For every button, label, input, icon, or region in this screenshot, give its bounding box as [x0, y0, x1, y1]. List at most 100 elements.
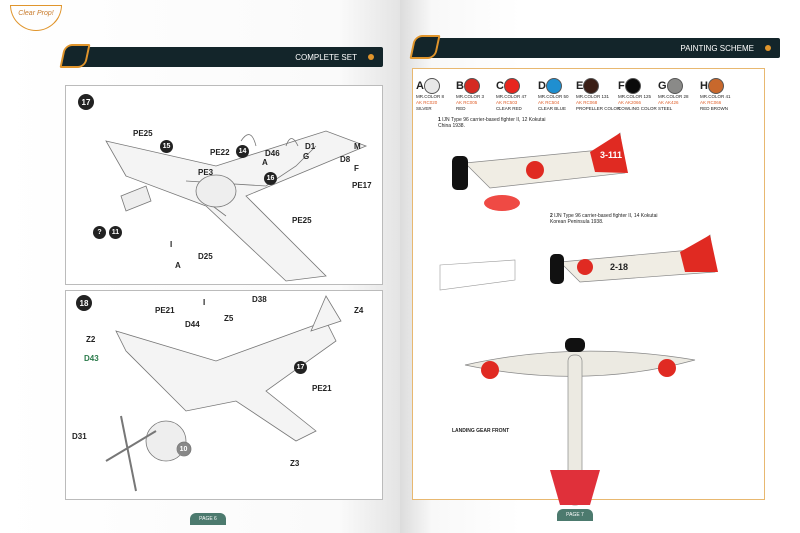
- color-name: SILVER: [416, 106, 432, 111]
- step-ref: 11: [109, 226, 122, 239]
- ak-color-code: AK RC504: [538, 100, 560, 105]
- color-letter: B: [456, 80, 464, 92]
- header-title: PAINTING SCHEME: [680, 43, 754, 53]
- part-label: Z5: [224, 314, 234, 323]
- part-label: D44: [185, 320, 200, 329]
- color-name: STEEL: [658, 106, 673, 111]
- color-name: CLEAR BLUE: [538, 106, 567, 111]
- paint-swatch-icon: [423, 78, 440, 94]
- ak-color-code: AK RC068: [576, 100, 598, 105]
- step-number: 17: [78, 94, 94, 110]
- scheme-number: 2: [550, 213, 553, 219]
- header-title: COMPLETE SET: [295, 52, 357, 62]
- mr-color-code: MR.COLOR 41: [700, 94, 731, 99]
- ak-color-code: AK AK2066: [618, 100, 642, 105]
- ak-color-code: AK RC066: [700, 100, 722, 105]
- scheme-number: 1: [438, 117, 441, 123]
- color-name: CLEAR RED: [496, 106, 522, 111]
- header-dot: [765, 45, 771, 51]
- part-label: PE25: [133, 129, 153, 138]
- part-label: D1: [305, 142, 316, 151]
- scheme-location: Korean Peninsula 1938.: [550, 219, 604, 225]
- color-name: COWLING COLOR: [618, 106, 657, 111]
- color-letter: E: [576, 80, 584, 92]
- question-icon: ?: [93, 226, 106, 239]
- page-number: PAGE 7: [557, 509, 593, 521]
- part-label: A: [175, 261, 181, 270]
- right-page: PAINTING SCHEME 1 IJN Type 96 carrier-ba…: [400, 0, 800, 533]
- part-label: D43: [84, 354, 99, 363]
- ak-color-code: AK RC005: [456, 100, 478, 105]
- tail-code: 3-111: [600, 150, 622, 160]
- paint-swatch-icon: [503, 78, 520, 94]
- top-view-plan: [464, 338, 696, 506]
- left-page: Clear Prop! COMPLETE SET 17 PE25 15 PE22…: [0, 0, 400, 533]
- scheme-title: IJN Type 96 carrier-based fighter II, 14…: [554, 213, 658, 219]
- ak-color-code: AK AK426: [658, 100, 679, 105]
- color-letter: A: [416, 80, 424, 92]
- mr-color-code: MR.COLOR 50: [538, 94, 569, 99]
- mr-color-code: MR.COLOR 125: [618, 94, 652, 99]
- part-label: Z4: [354, 306, 364, 315]
- part-label: PE21: [155, 306, 175, 315]
- part-label: G: [303, 152, 310, 161]
- part-label: Z3: [290, 459, 300, 468]
- detail-drawing: [439, 259, 516, 291]
- step-18-panel: 18: [65, 290, 383, 500]
- scheme-location: China 1938.: [438, 123, 465, 129]
- header-dot: [368, 54, 374, 60]
- part-label: PE21: [312, 384, 332, 393]
- header-bar: PAINTING SCHEME: [420, 38, 780, 58]
- color-letter: F: [618, 80, 625, 92]
- scheme-2-caption: 2 IJN Type 96 carrier-based fighter II, …: [550, 213, 657, 225]
- step-ref: 15: [160, 140, 173, 153]
- part-label: PE25: [292, 216, 312, 225]
- painting-panel: [412, 68, 765, 500]
- scheme-2-profile: 2-18: [550, 234, 718, 284]
- part-label: A: [262, 158, 268, 167]
- ak-color-code: AK RC503: [496, 100, 518, 105]
- part-label: I: [203, 298, 206, 307]
- part-label: D46: [265, 149, 280, 158]
- scheme-1-caption: 1 IJN Type 96 carrier-based fighter II, …: [438, 117, 545, 129]
- part-label: I: [170, 240, 173, 249]
- paint-swatch-icon: [707, 78, 724, 94]
- color-letter: C: [496, 80, 504, 92]
- part-label: D8: [340, 155, 351, 164]
- part-label: PE22: [210, 148, 230, 157]
- page-number: PAGE 6: [190, 513, 226, 525]
- paint-swatch-icon: [545, 78, 562, 94]
- color-name: RED: [456, 106, 466, 111]
- color-letter: H: [700, 80, 708, 92]
- paint-swatch-icon: [463, 78, 480, 94]
- step-ref: 10: [177, 443, 190, 456]
- part-label: M: [354, 142, 361, 151]
- step-ref: 17: [294, 361, 307, 374]
- ak-color-code: AK RC020: [416, 100, 438, 105]
- paint-swatch-icon: [666, 78, 683, 94]
- color-name: RED BROWN: [700, 106, 728, 111]
- scheme-1-profile: 3-111: [452, 132, 628, 211]
- part-label: PE3: [198, 168, 214, 177]
- mr-color-code: MR.COLOR 131: [576, 94, 610, 99]
- step-ref: 16: [264, 172, 277, 185]
- color-letter: G: [658, 80, 667, 92]
- part-label: D38: [252, 295, 267, 304]
- scheme-title: IJN Type 96 carrier-based fighter II, 12…: [442, 117, 546, 123]
- paint-swatch-icon: [624, 78, 641, 94]
- color-name: PROPELLER COLOR: [576, 106, 621, 111]
- fuselage-code: 2-18: [610, 262, 628, 272]
- mr-color-code: MR.COLOR 8: [416, 94, 445, 99]
- paint-swatch-icon: [583, 78, 600, 94]
- mr-color-code: MR.COLOR 3: [456, 94, 485, 99]
- part-label: PE17: [352, 181, 372, 190]
- color-letter: D: [538, 80, 546, 92]
- step-17-drawing: [105, 130, 368, 282]
